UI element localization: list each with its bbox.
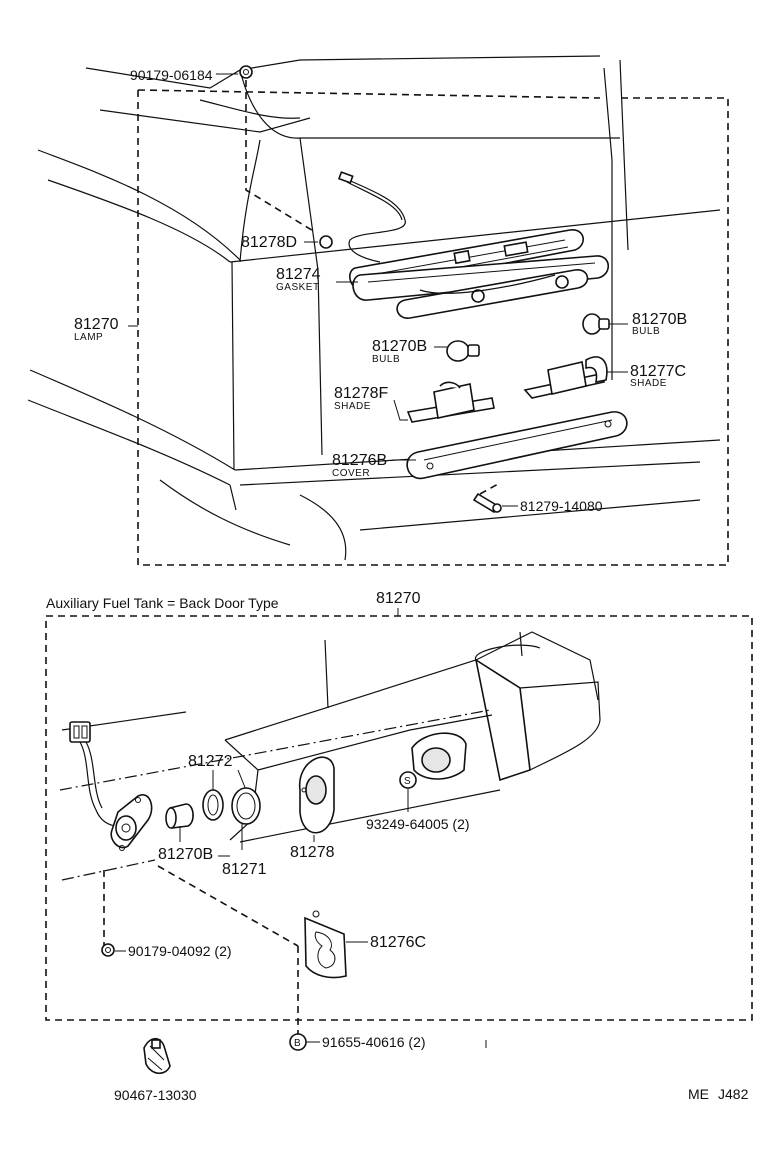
footer-code-right: J482 — [718, 1086, 749, 1102]
label-81277c: 81277C — [630, 363, 686, 380]
gasket-81278 — [299, 756, 335, 842]
upper-section: 90179-06184 81278D 81274 GASKET 81270 LA… — [27, 55, 729, 566]
label-81270-lamp: LAMP — [74, 332, 103, 343]
shade-81278f — [393, 381, 495, 423]
label-91655-40616: 91655-40616 (2) — [322, 1034, 426, 1050]
bolt-91655-40616: B — [289, 1033, 320, 1051]
vehicle-body-outline — [27, 55, 721, 561]
bulb-81270b-lower — [165, 803, 194, 842]
label-81270b-right-bulb: BULB — [632, 326, 660, 337]
label-81270b-right: 81270B — [632, 311, 687, 328]
label-81271: 81271 — [222, 861, 267, 878]
gasket-81274 — [336, 255, 610, 319]
section-title: Auxiliary Fuel Tank = Back Door Type — [46, 595, 279, 611]
upper-boundary — [137, 90, 729, 566]
label-81279-14080: 81279-14080 — [520, 498, 603, 514]
label-81270b-left: 81270B — [372, 338, 427, 355]
label-90179-04092: 90179-04092 (2) — [128, 943, 232, 959]
label-93249-64005: 93249-64005 (2) — [366, 816, 470, 832]
socket-wire — [69, 721, 299, 947]
label-81270-upper: 81270 — [74, 316, 119, 333]
nut-90179-06184 — [216, 65, 316, 233]
s-marker: S — [404, 776, 411, 787]
clip-90467-13030 — [143, 1037, 171, 1075]
lower-section: Auxiliary Fuel Tank = Back Door Type 812… — [45, 590, 753, 1103]
shade-81277c — [523, 356, 628, 399]
label-81274-gasket: GASKET — [276, 282, 320, 293]
label-81276c: 81276C — [370, 934, 426, 951]
ring-81272 — [202, 769, 247, 821]
label-81278: 81278 — [290, 844, 335, 861]
wire-harness — [337, 171, 406, 263]
bulb-81270b-left — [434, 340, 480, 362]
label-81270b-left-bulb: BULB — [372, 354, 400, 365]
bracket-81276c — [297, 910, 368, 1034]
label-81277c-shade: SHADE — [630, 378, 667, 389]
label-90179-06184: 90179-06184 — [130, 67, 213, 83]
label-90467-13030: 90467-13030 — [114, 1087, 197, 1103]
upper-boundary-top — [137, 89, 601, 99]
cover-81276b — [392, 411, 628, 479]
nut-90179-04092 — [101, 943, 126, 957]
label-81278f: 81278F — [334, 385, 388, 402]
label-81276b-cover: COVER — [332, 468, 370, 479]
label-81278d: 81278D — [241, 234, 297, 251]
label-81270-lower: 81270 — [376, 590, 421, 607]
lower-boundary — [45, 615, 753, 1021]
label-81270b-lower: 81270B — [158, 846, 213, 863]
label-81276b: 81276B — [332, 452, 387, 469]
footer-code-left: ME — [688, 1086, 709, 1102]
grommet-81278d — [304, 235, 333, 249]
b-marker: B — [294, 1038, 301, 1049]
label-81274: 81274 — [276, 266, 321, 283]
bulb-81270b-right — [582, 313, 628, 335]
screw-81279-14080 — [472, 483, 518, 514]
screw-93249-64005: S — [399, 771, 417, 812]
label-81278f-shade: SHADE — [334, 401, 371, 412]
label-81272: 81272 — [188, 753, 233, 770]
lens-81271 — [231, 787, 261, 850]
bumper-outline — [59, 631, 601, 881]
